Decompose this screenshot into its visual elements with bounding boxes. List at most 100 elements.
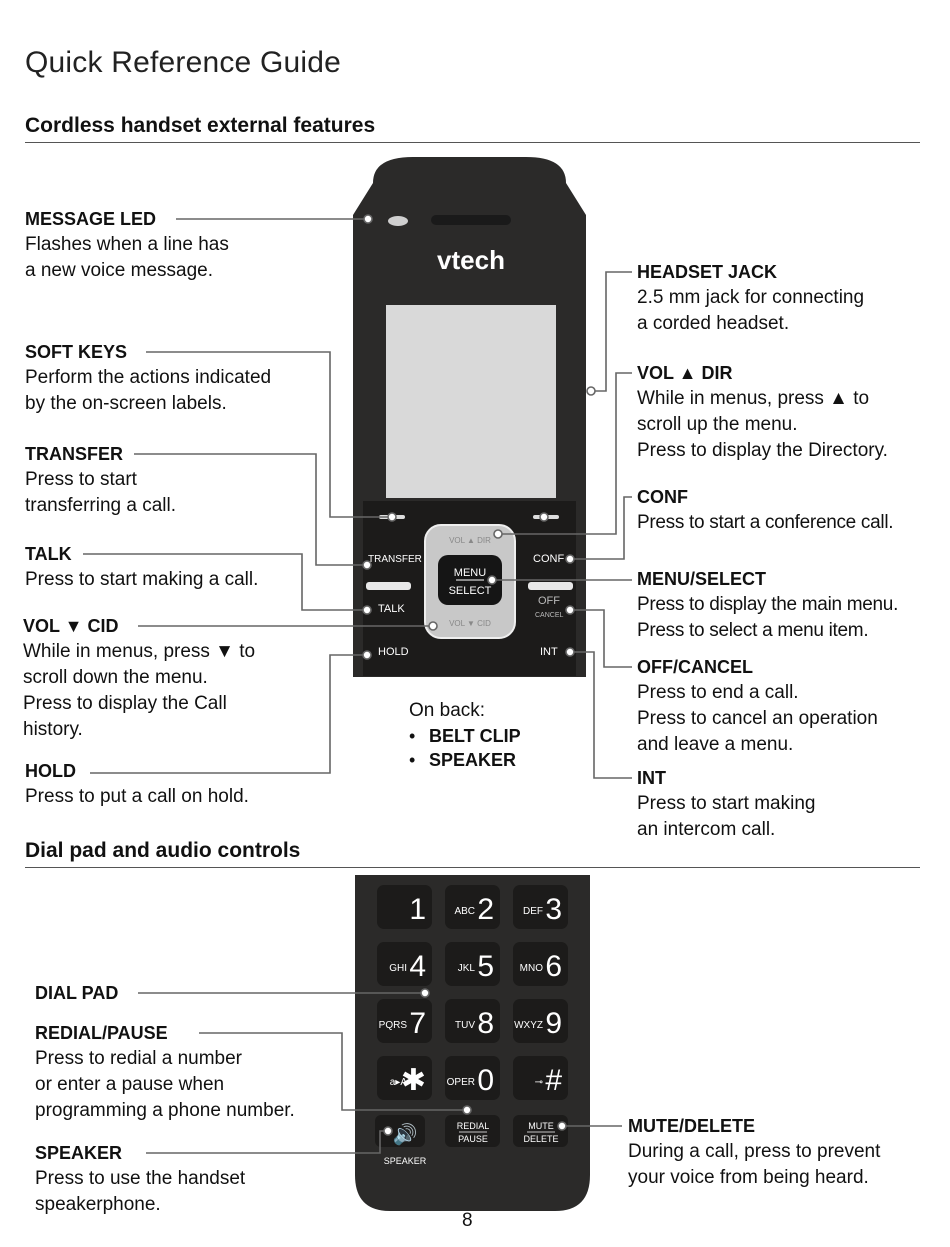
dialpad-key: #⊸ <box>513 1056 568 1100</box>
leader-soft-keys <box>146 351 392 518</box>
vol-dir-label: VOL ▲ DIR <box>449 536 491 545</box>
int-key-label: INT <box>540 646 558 658</box>
callout-label: DIAL PAD <box>35 983 119 1003</box>
talk-indicator-bar <box>366 582 411 590</box>
speaker-key: 🔊 SPEAKER <box>375 1115 427 1166</box>
callout-description: Press to start a conference call. <box>637 512 894 533</box>
list-item: BELT CLIP <box>409 724 521 748</box>
redial-key-label: REDIAL <box>457 1121 490 1131</box>
callout-label: HOLD <box>25 761 76 781</box>
dialpad-key-letters: TUV <box>455 1020 475 1031</box>
callout-vol-dir: VOL ▲ DIR While in menus, press ▲ to scr… <box>637 360 888 464</box>
callout-headset-jack: HEADSET JACK 2.5 mm jack for connecting … <box>637 259 864 337</box>
dialpad-key-digit: 4 <box>409 950 426 983</box>
callout-description: Press to start making a call. <box>25 569 259 590</box>
off-key-label: OFF <box>538 595 560 607</box>
section-title-external: Cordless handset external features <box>25 114 376 137</box>
dialpad-key-bg <box>513 942 568 986</box>
callout-conf: CONF Press to start a conference call. <box>637 484 894 536</box>
off-indicator-bar <box>528 582 573 590</box>
dialpad-key-bg <box>513 999 568 1043</box>
handset-screen <box>386 305 556 498</box>
dialpad-key-letters: MNO <box>520 963 544 974</box>
dialpad-key-letters: WXYZ <box>514 1020 543 1031</box>
leader-hold <box>90 654 367 774</box>
callout-label: INT <box>637 768 666 788</box>
callout-label: MUTE/DELETE <box>628 1116 756 1136</box>
callout-label: CONF <box>637 487 688 507</box>
list-item: SPEAKER <box>409 748 521 772</box>
cancel-key-label: CANCEL <box>535 612 564 619</box>
dialpad-key-bg <box>445 999 500 1043</box>
callout-transfer: TRANSFER Press to start transferring a c… <box>25 441 176 519</box>
dialpad-key-letters: DEF <box>523 906 543 917</box>
dialpad-key-digit: 0 <box>477 1064 494 1097</box>
earpiece-grille <box>431 215 511 225</box>
leader-headset-jack <box>591 271 632 392</box>
handset-front-illustration: vtech MENU SELECT VOL ▲ DIR VOL ▼ CID TR… <box>353 157 586 677</box>
dialpad-key-bg <box>513 1056 568 1100</box>
select-key-label: SELECT <box>449 585 492 597</box>
leader-conf <box>570 496 632 560</box>
dialpad-key-digit: ✱ <box>401 1064 426 1097</box>
callout-description: While in menus, press ▼ to scroll down t… <box>23 641 256 740</box>
delete-key-label: DELETE <box>523 1134 558 1144</box>
back-features-note: On back: BELT CLIP SPEAKER <box>409 698 521 772</box>
callout-mute-delete: MUTE/DELETE During a call, press to prev… <box>628 1113 880 1191</box>
conf-key-label: CONF <box>533 553 564 565</box>
mute-delete-key: MUTE DELETE <box>513 1115 568 1147</box>
dialpad-key-bg <box>513 885 568 929</box>
callout-description: During a call, press to prevent your voi… <box>628 1141 881 1188</box>
section-title-dialpad: Dial pad and audio controls <box>25 839 301 862</box>
leader-off-cancel <box>570 609 632 668</box>
dialpad-key-bg <box>377 885 432 929</box>
callout-description: Perform the actions indicated by the on-… <box>25 367 272 414</box>
callout-soft-keys: SOFT KEYS Perform the actions indicated … <box>25 339 271 417</box>
dialpad-key-digit: 9 <box>545 1007 562 1040</box>
callout-off-cancel: OFF/CANCEL Press to end a call. Press to… <box>637 654 878 758</box>
speaker-icon: 🔊 <box>393 1122 418 1146</box>
brand-logo: vtech <box>437 245 505 275</box>
callout-label: REDIAL/PAUSE <box>35 1023 168 1043</box>
page-number: 8 <box>462 1210 473 1231</box>
talk-key-label: TALK <box>378 603 405 615</box>
callout-description: Press to display the main menu. Press to… <box>637 594 899 641</box>
callout-menu-select: MENU/SELECT Press to display the main me… <box>637 566 898 644</box>
section-divider <box>25 867 920 868</box>
leader-vol-dir <box>498 372 632 535</box>
callout-label: TRANSFER <box>25 444 123 464</box>
callout-label: SOFT KEYS <box>25 342 128 362</box>
callout-label: TALK <box>25 544 72 564</box>
dialpad-key-letters: PQRS <box>379 1020 408 1031</box>
dialpad-key-bg <box>445 885 500 929</box>
callout-description: Flashes when a line has a new voice mess… <box>25 234 229 281</box>
callout-description: Press to start making an intercom call. <box>637 793 816 840</box>
dialpad-key: ✱a▸A <box>377 1056 432 1100</box>
callout-label: MENU/SELECT <box>637 569 767 589</box>
dialpad-key-digit: 5 <box>477 950 494 983</box>
leader-redial-pause <box>199 1032 467 1111</box>
back-note-header: On back: <box>409 700 486 721</box>
callout-hold: HOLD Press to put a call on hold. <box>25 758 249 810</box>
dialpad-key-letters: ABC <box>454 906 475 917</box>
dialpad-key-digit: 1 <box>409 893 426 926</box>
menu-key-label: MENU <box>454 567 486 579</box>
callout-vol-cid: VOL ▼ CID While in menus, press ▼ to scr… <box>23 613 255 743</box>
dialpad-key-bg <box>377 942 432 986</box>
callout-description: While in menus, press ▲ to scroll up the… <box>637 388 888 461</box>
callout-label: OFF/CANCEL <box>637 657 753 677</box>
callout-description: 2.5 mm jack for connecting a corded head… <box>637 287 865 334</box>
dialpad-key-letters: OPER <box>447 1077 475 1088</box>
callout-talk: TALK Press to start making a call. <box>25 541 258 593</box>
dialpad-key-digit: 3 <box>545 893 562 926</box>
message-led-icon <box>388 216 408 226</box>
callout-label: HEADSET JACK <box>637 262 778 282</box>
